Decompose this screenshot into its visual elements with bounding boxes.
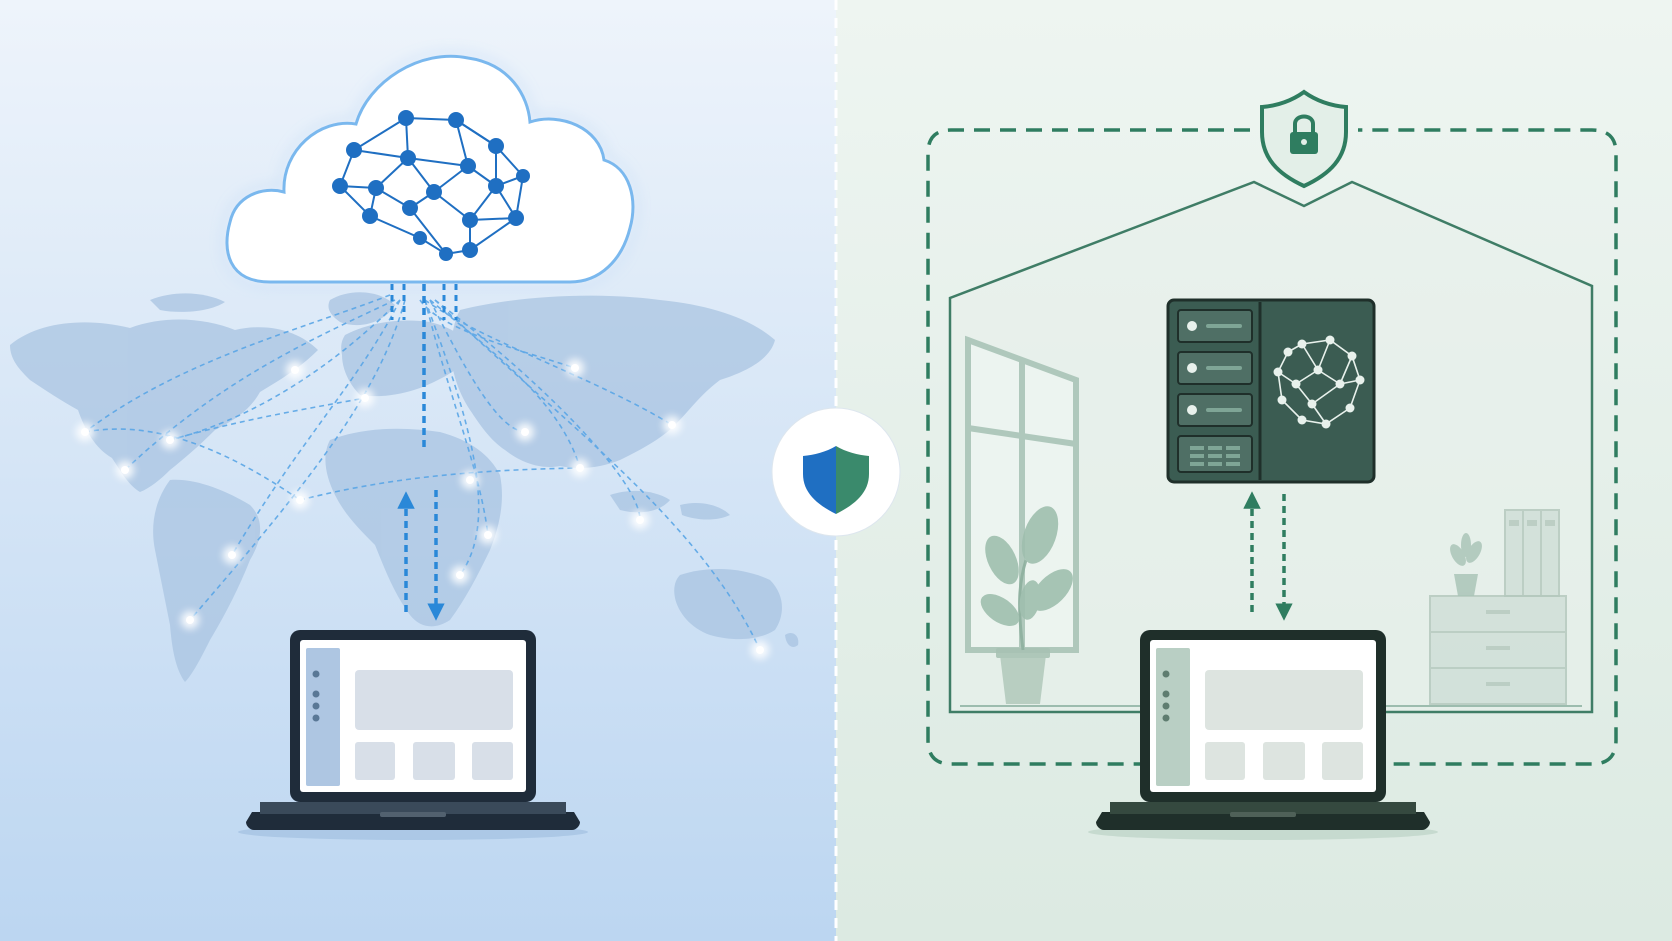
network-nodes (76, 359, 769, 659)
laptop-icon (1088, 630, 1438, 840)
cloud-icon (225, 54, 635, 284)
server-brain-icon (1273, 335, 1365, 429)
laptop-icon (238, 630, 588, 840)
server-laptop-connection (1243, 491, 1293, 621)
lock-shield-icon (1260, 89, 1348, 189)
cloud-data-streams (390, 284, 458, 320)
split-shield-icon (771, 407, 901, 537)
cloud-laptop-connection (397, 284, 445, 621)
cabinet-icon (1429, 595, 1567, 705)
neural-brain-icon (332, 110, 530, 261)
binders-icon (1504, 509, 1560, 597)
small-plant-icon (1450, 533, 1482, 596)
server-rack-icon (1166, 298, 1376, 484)
potted-plant-icon (980, 506, 1073, 704)
